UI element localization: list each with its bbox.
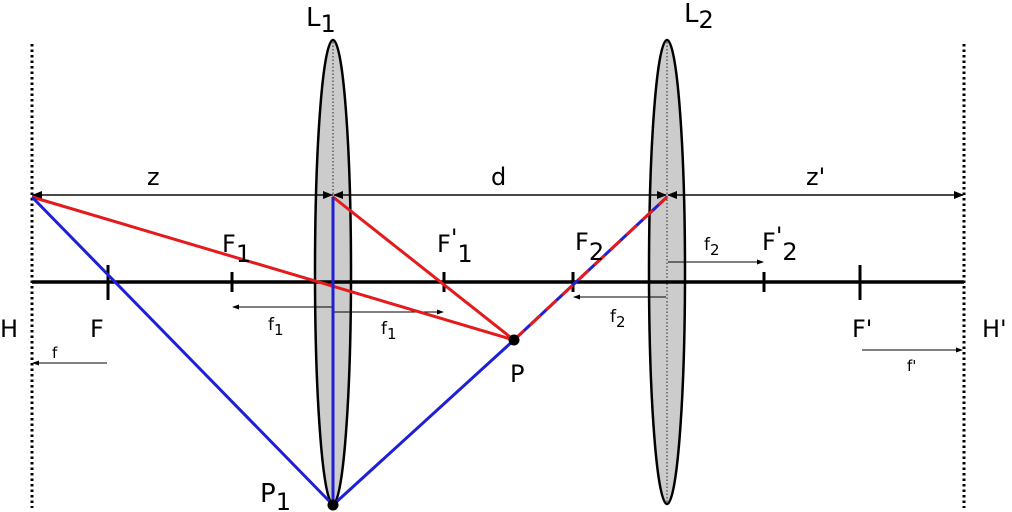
label-focal-f-prime: f': [907, 357, 916, 375]
label-z-prime: z': [806, 163, 825, 191]
label-z: z: [147, 163, 160, 191]
label-l1: L1: [306, 3, 336, 38]
label-f2: F2: [575, 228, 604, 266]
label-f-prime: F': [852, 315, 872, 343]
ray-dashed-red: [512, 195, 669, 342]
label-h-prime: H': [982, 315, 1007, 343]
label-focal-f1-right: f1: [381, 319, 397, 343]
label-f: F: [90, 315, 104, 343]
label-l2: L2: [684, 0, 714, 34]
ray-red-1: [31, 195, 515, 342]
label-f2-prime: F'2: [762, 222, 798, 266]
label-focal-f1-left: f1: [268, 315, 284, 339]
point-p: [508, 334, 520, 346]
lens-l2: [647, 38, 687, 506]
label-d: d: [491, 163, 506, 191]
ray-red-2: [332, 195, 515, 342]
point-p1: [327, 499, 339, 511]
label-h: H: [0, 315, 18, 343]
ray-blue-3: [331, 338, 516, 507]
label-f1-prime: F'1: [437, 224, 473, 268]
label-f1: F1: [222, 230, 251, 268]
label-focal-f: f: [52, 344, 58, 362]
label-p: P: [510, 360, 524, 388]
label-focal-f2-left: f2: [610, 307, 626, 331]
label-focal-f2-right: f2: [704, 235, 720, 259]
ray-blue-1: [30, 195, 335, 507]
label-p1: P1: [260, 479, 291, 512]
